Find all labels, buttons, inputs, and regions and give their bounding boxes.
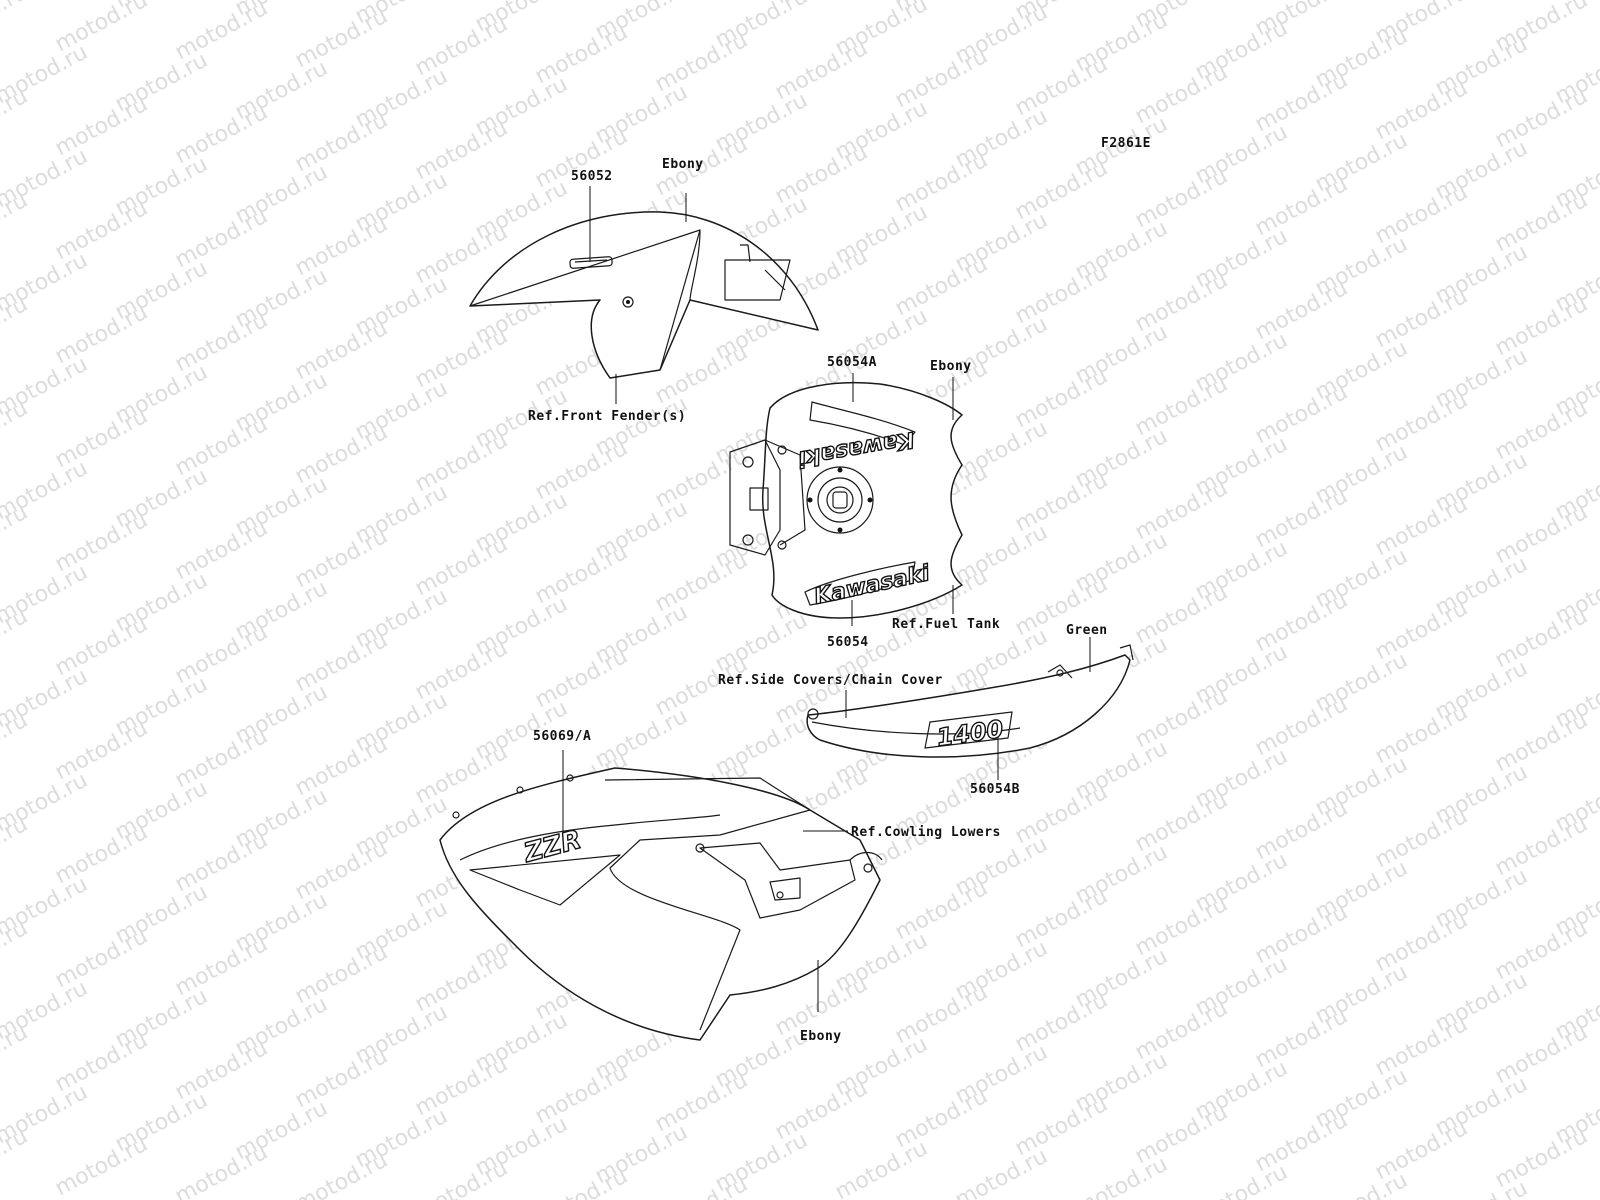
cover-part-number: 56054B bbox=[970, 782, 1020, 797]
side-cover bbox=[806, 637, 1134, 780]
watermark-text: motod.ru bbox=[651, 1172, 752, 1200]
fender-ref-label: Ref.Front Fender(s) bbox=[528, 409, 686, 424]
watermark-text: motod.ru bbox=[51, 1132, 152, 1200]
watermark-text: motod.ru bbox=[1431, 1176, 1532, 1200]
watermark-text: motod.ru bbox=[411, 1156, 512, 1200]
tank-part-number-a: 56054A bbox=[827, 355, 877, 370]
fender-part-number: 56052 bbox=[571, 169, 613, 184]
watermark-text: motod.ru bbox=[171, 1140, 272, 1200]
tank-ref-label: Ref.Fuel Tank bbox=[892, 617, 1000, 632]
tank-color-label: Ebony bbox=[930, 359, 972, 374]
cover-color-label: Green bbox=[1066, 623, 1108, 638]
cowl-part-number: 56069/A bbox=[533, 729, 591, 744]
fuel-tank bbox=[729, 373, 963, 626]
watermark-text: motod.ru bbox=[1191, 1160, 1292, 1200]
cowling-lower bbox=[439, 750, 883, 1041]
watermark-text: motod.ru bbox=[531, 1164, 632, 1200]
fender-color-label: Ebony bbox=[662, 157, 704, 172]
figure-code: F2861E bbox=[1101, 136, 1151, 151]
cowl-color-label: Ebony bbox=[800, 1029, 842, 1044]
watermark-text: motod.ru bbox=[0, 0, 32, 49]
watermark-text: motod.ru bbox=[291, 1148, 392, 1200]
front-fender bbox=[469, 186, 819, 404]
watermark-text: motod.ru bbox=[1071, 1152, 1172, 1200]
tank-part-number: 56054 bbox=[827, 635, 869, 650]
watermark-text: motod.ru bbox=[951, 1144, 1052, 1200]
watermark-text: motod.ru bbox=[1311, 1168, 1412, 1200]
cover-ref-label: Ref.Side Covers/Chain Cover bbox=[718, 673, 943, 688]
watermark-text: motod.ru bbox=[831, 1136, 932, 1200]
cowl-ref-label: Ref.Cowling Lowers bbox=[851, 825, 1001, 840]
